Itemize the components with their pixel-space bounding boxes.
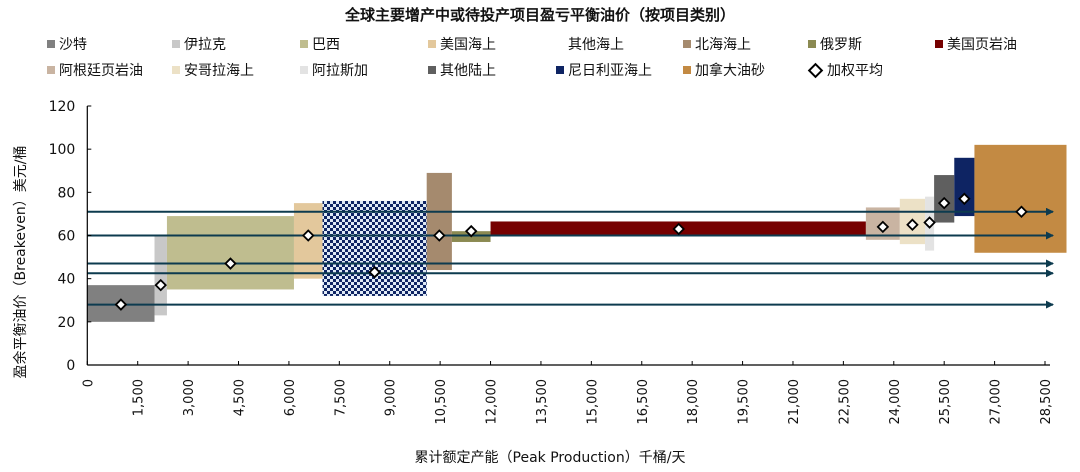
legend-label: 俄罗斯 bbox=[820, 37, 862, 53]
legend-label: 北海海上 bbox=[695, 37, 751, 53]
x-tick-label: 3,000 bbox=[182, 379, 197, 416]
legend-item: 阿拉斯加 bbox=[300, 60, 368, 80]
avg-marker bbox=[1015, 205, 1028, 219]
x-tick-label: 9,000 bbox=[384, 379, 399, 416]
x-tick-label: 18,000 bbox=[686, 379, 701, 425]
legend-item: 伊拉克 bbox=[172, 34, 226, 54]
x-tick-label: 24,000 bbox=[888, 379, 903, 425]
legend-swatch bbox=[300, 40, 308, 48]
legend-swatch bbox=[47, 40, 55, 48]
legend-item: 美国海上 bbox=[428, 34, 496, 54]
x-tick-label: 12,000 bbox=[485, 379, 500, 425]
legend-label: 美国页岩油 bbox=[947, 37, 1017, 53]
legend-label: 其他海上 bbox=[568, 37, 624, 53]
avg-marker bbox=[154, 278, 167, 292]
legend-swatch bbox=[300, 66, 308, 74]
avg-marker bbox=[672, 222, 685, 236]
legend-swatch bbox=[172, 40, 180, 48]
legend-label: 加拿大油砂 bbox=[695, 63, 765, 79]
legend-label: 安哥拉海上 bbox=[184, 63, 254, 79]
legend-swatch bbox=[47, 66, 55, 74]
x-tick-label: 27,000 bbox=[989, 379, 1004, 425]
bar-其他海上 bbox=[322, 200, 427, 296]
legend-swatch bbox=[428, 40, 436, 48]
legend-label: 其他陆上 bbox=[440, 63, 496, 79]
legend-swatch bbox=[556, 66, 564, 74]
legend-swatch bbox=[683, 66, 691, 74]
legend-item: 其他海上 bbox=[556, 34, 624, 54]
y-tick-label: 40 bbox=[57, 272, 75, 288]
x-tick-label: 22,500 bbox=[837, 379, 852, 425]
legend-label: 伊拉克 bbox=[184, 37, 226, 53]
avg-marker bbox=[433, 229, 446, 242]
legend-label: 阿根廷页岩油 bbox=[59, 63, 143, 79]
y-axis-title: 盈余平衡油价（Breakeven）美元/桶 bbox=[12, 146, 29, 379]
legend-item: 加权平均 bbox=[807, 60, 883, 80]
legend-label: 沙特 bbox=[59, 37, 87, 53]
x-tick-label: 19,500 bbox=[737, 379, 752, 425]
legend-item: 尼日利亚海上 bbox=[556, 60, 652, 80]
x-axis-title: 累计额定产能（Peak Production）千桶/天 bbox=[415, 450, 686, 466]
avg-marker bbox=[301, 229, 315, 242]
x-tick-label: 10,500 bbox=[434, 379, 449, 425]
legend-label: 美国海上 bbox=[440, 37, 496, 53]
legend-swatch bbox=[428, 66, 436, 74]
legend-swatch bbox=[808, 40, 816, 48]
chart-title: 全球主要增产中或待投产项目盈亏平衡油价（按项目类别） bbox=[344, 6, 735, 24]
bar-加拿大油砂 bbox=[974, 144, 1067, 253]
x-tick-label: 28,500 bbox=[1039, 379, 1054, 425]
y-tick-label: 120 bbox=[49, 99, 76, 115]
legend-label: 尼日利亚海上 bbox=[568, 63, 652, 79]
avg-marker bbox=[368, 265, 381, 279]
x-tick-label: 0 bbox=[81, 379, 96, 387]
x-tick-label: 6,000 bbox=[283, 379, 298, 416]
legend-swatch bbox=[172, 66, 180, 74]
legend-swatch bbox=[935, 40, 943, 48]
legend-item: 北海海上 bbox=[683, 34, 751, 54]
x-tick-label: 16,500 bbox=[636, 379, 651, 425]
y-tick-label: 60 bbox=[57, 229, 75, 245]
x-tick-label: 25,500 bbox=[938, 379, 953, 425]
x-tick-label: 15,000 bbox=[585, 379, 600, 425]
legend-item: 阿根廷页岩油 bbox=[47, 60, 143, 80]
legend-swatch bbox=[683, 40, 691, 48]
y-tick-label: 20 bbox=[57, 315, 75, 331]
avg-marker bbox=[224, 257, 237, 270]
avg-marker bbox=[114, 298, 128, 311]
legend-label: 加权平均 bbox=[827, 63, 883, 79]
legend-item: 沙特 bbox=[47, 34, 87, 54]
x-tick-label: 1,500 bbox=[132, 379, 147, 416]
avg-marker bbox=[876, 220, 890, 234]
bar-北海海上 bbox=[426, 172, 452, 271]
x-tick-label: 4,500 bbox=[233, 379, 248, 416]
legend-item: 加拿大油砂 bbox=[683, 60, 765, 80]
legend-label: 巴西 bbox=[312, 37, 340, 53]
bar-尼日利亚海上 bbox=[954, 157, 975, 217]
legend-item: 安哥拉海上 bbox=[172, 60, 254, 80]
legend-item: 巴西 bbox=[300, 34, 340, 54]
y-tick-label: 0 bbox=[66, 358, 75, 374]
x-tick-label: 7,500 bbox=[333, 379, 348, 416]
avg-marker bbox=[464, 224, 478, 238]
legend-item: 美国页岩油 bbox=[935, 34, 1017, 54]
x-tick-label: 21,000 bbox=[787, 379, 802, 425]
avg-marker bbox=[958, 192, 971, 206]
legend-item: 俄罗斯 bbox=[808, 34, 862, 54]
y-tick-label: 100 bbox=[49, 142, 76, 158]
legend-item: 其他陆上 bbox=[428, 60, 496, 80]
bar-巴西 bbox=[166, 216, 294, 290]
bar-伊拉克 bbox=[154, 235, 167, 316]
avg-marker bbox=[937, 196, 951, 210]
avg-marker bbox=[906, 218, 919, 231]
x-tick-label: 13,500 bbox=[535, 379, 550, 425]
avg-marker bbox=[923, 216, 936, 229]
y-tick-label: 80 bbox=[57, 185, 75, 201]
legend-label: 阿拉斯加 bbox=[312, 63, 368, 79]
